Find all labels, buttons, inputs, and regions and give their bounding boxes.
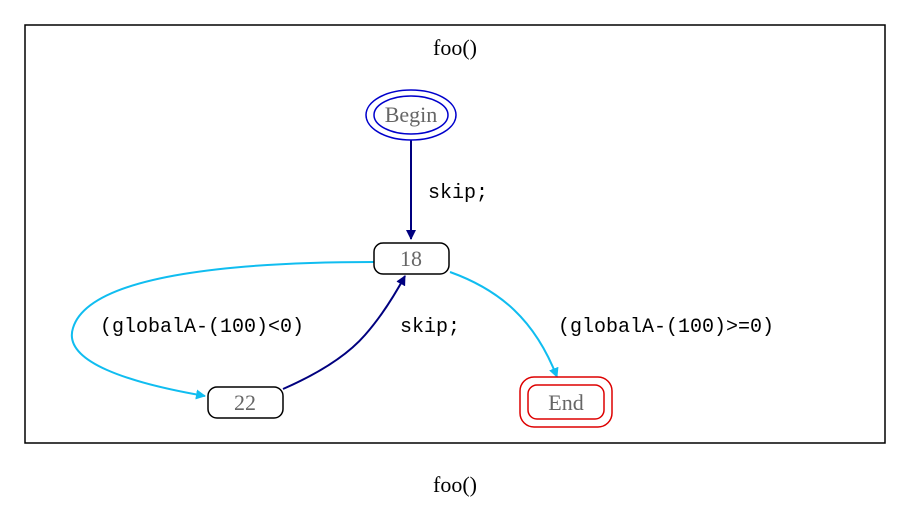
edge-18-to-end — [449, 271, 559, 378]
node-end-label: End — [548, 390, 583, 415]
node-22[interactable]: 22 — [207, 386, 284, 419]
edge-label-18-to-22: (globalA-(100)<0) — [100, 316, 304, 339]
node-18[interactable]: 18 — [373, 242, 450, 275]
edge-22-to-18 — [282, 275, 406, 390]
node-22-label: 22 — [234, 390, 256, 415]
node-18-label: 18 — [400, 246, 422, 271]
edge-label-begin-to-18: skip; — [428, 182, 488, 205]
edge-18-to-22 — [70, 261, 375, 400]
edge-label-22-to-18: skip; — [400, 316, 460, 339]
graph-caption: foo() — [433, 472, 477, 497]
node-begin[interactable]: Begin — [365, 89, 457, 141]
node-begin-label: Begin — [385, 102, 438, 127]
node-end[interactable]: End — [519, 376, 613, 428]
cluster-title: foo() — [433, 35, 477, 60]
cluster-frame — [24, 24, 886, 444]
edge-label-18-to-end: (globalA-(100)>=0) — [558, 316, 774, 339]
